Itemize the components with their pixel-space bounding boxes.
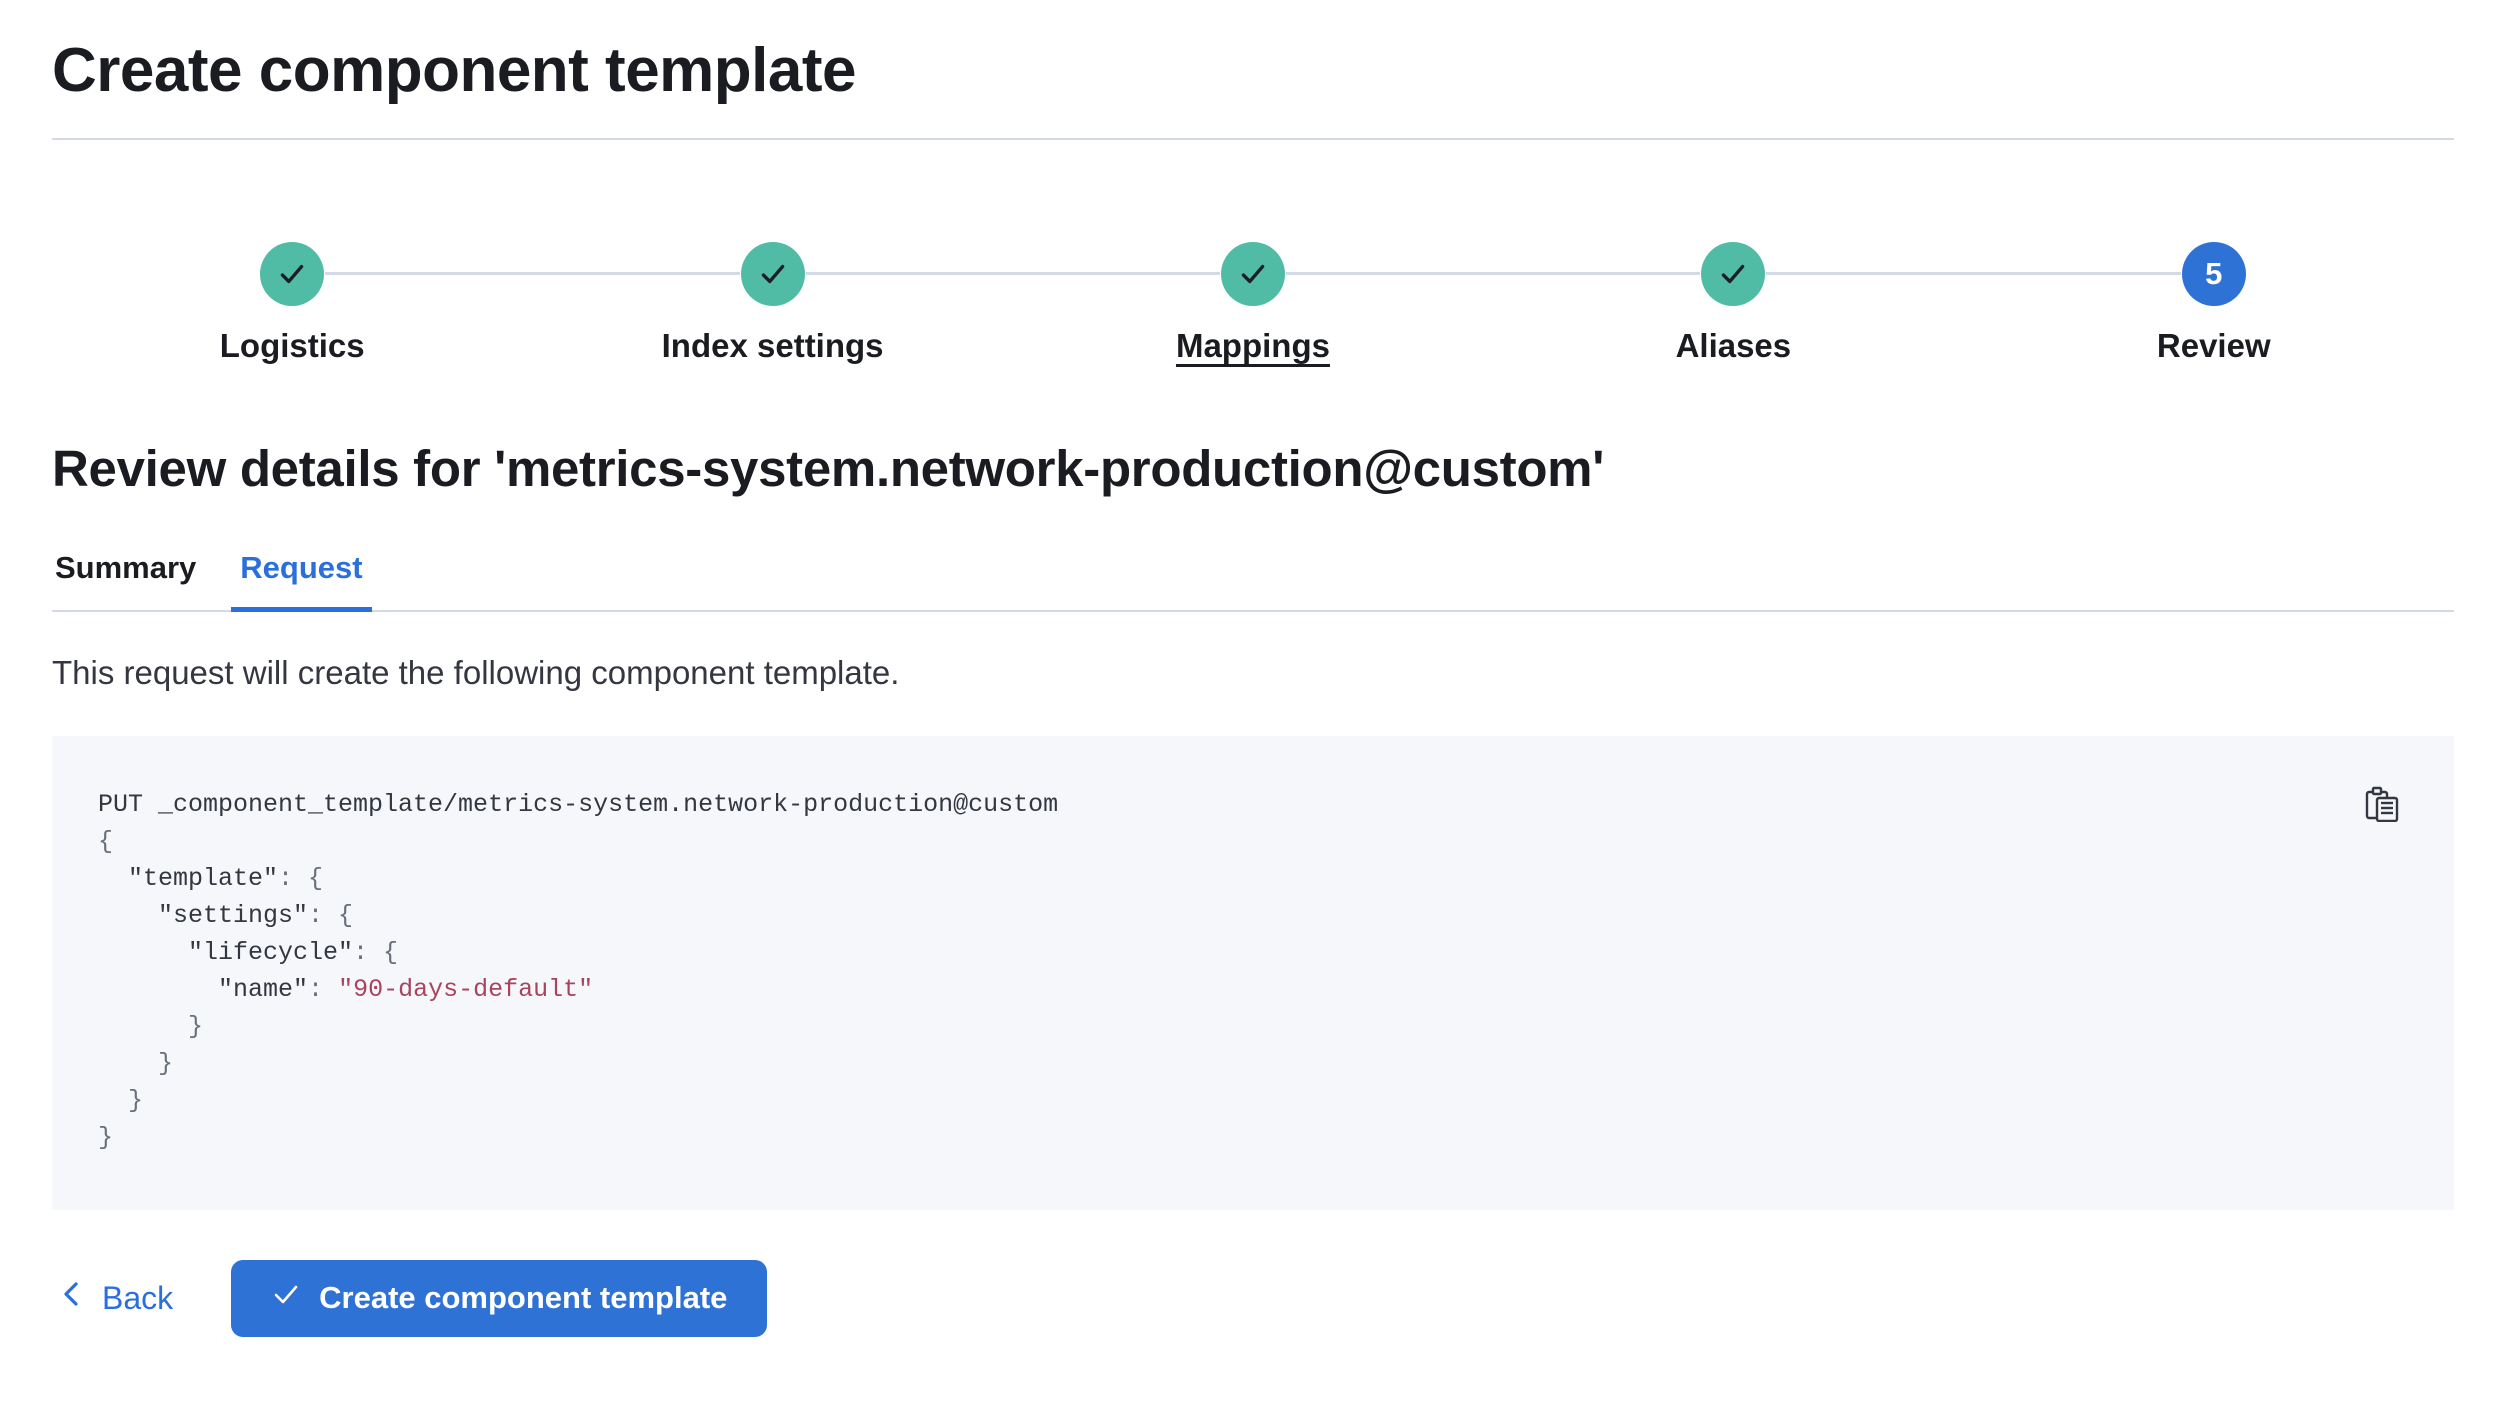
back-button-label: Back [102,1279,174,1316]
chevron-left-icon [60,1278,84,1318]
create-component-template-page: Create component template Logistics Index… [0,34,2506,1337]
review-details-heading: Review details for 'metrics-system.netwo… [52,439,1605,497]
step-number: 5 [2205,256,2223,292]
step-label: Review [2156,327,2271,365]
copy-clipboard-icon [2365,786,2399,825]
step-aliases[interactable]: Aliases [1493,242,1974,365]
step-complete-check-icon [260,242,325,307]
step-label: Logistics [219,327,365,365]
step-label: Aliases [1675,327,1792,365]
request-code: PUT _component_template/metrics-system.n… [98,789,1059,1152]
step-complete-check-icon [740,242,805,307]
step-mappings[interactable]: Mappings [1012,242,1494,365]
step-index-settings[interactable]: Index settings [532,242,1014,365]
step-logistics[interactable]: Logistics [52,242,533,365]
page-title: Create component template [52,36,857,105]
header-divider [52,138,2454,141]
tab-request[interactable]: Request [231,550,372,612]
request-description: This request will create the following c… [52,653,900,691]
copy-to-clipboard-button[interactable] [2360,784,2404,828]
create-component-template-button[interactable]: Create component template [231,1259,768,1337]
check-icon [271,1279,301,1317]
step-label: Index settings [661,327,884,365]
step-label: Mappings [1175,327,1330,365]
footer-actions: Back Create component template [52,1259,2454,1337]
tab-summary[interactable]: Summary [46,550,205,610]
step-complete-check-icon [1220,242,1285,307]
request-code-block: PUT _component_template/metrics-system.n… [52,735,2454,1210]
create-button-label: Create component template [319,1280,728,1316]
step-complete-check-icon [1701,242,1766,307]
step-number-circle: 5 [2181,242,2246,307]
back-button[interactable]: Back [52,1278,191,1318]
